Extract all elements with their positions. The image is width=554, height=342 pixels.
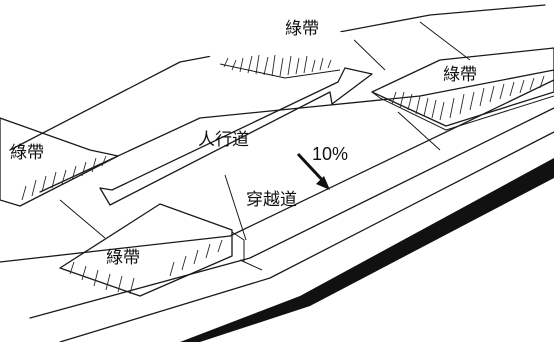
crossing-label: 穿越道	[246, 190, 297, 210]
greenbelt-bottom-label: 綠帶	[106, 248, 140, 268]
sidewalk-label: 人行道	[198, 130, 249, 150]
greenbelt-top-label: 綠帶	[285, 19, 319, 39]
slope-percent-label: 10%	[312, 144, 348, 164]
road-curb-shadow	[180, 158, 554, 342]
walkway-arrow	[99, 67, 373, 206]
greenbelt-bottom-patch	[59, 203, 245, 297]
greenbelt-right-patch	[371, 47, 554, 131]
greenbelt-left-patch	[0, 117, 119, 207]
slope-arrow	[296, 152, 330, 190]
pavement-outlines	[0, 4, 554, 342]
greenbelt-left-label: 綠帶	[10, 143, 44, 163]
greenbelt-right-label: 綠帶	[443, 65, 477, 85]
greenbelt-top-patch	[175, 14, 355, 79]
